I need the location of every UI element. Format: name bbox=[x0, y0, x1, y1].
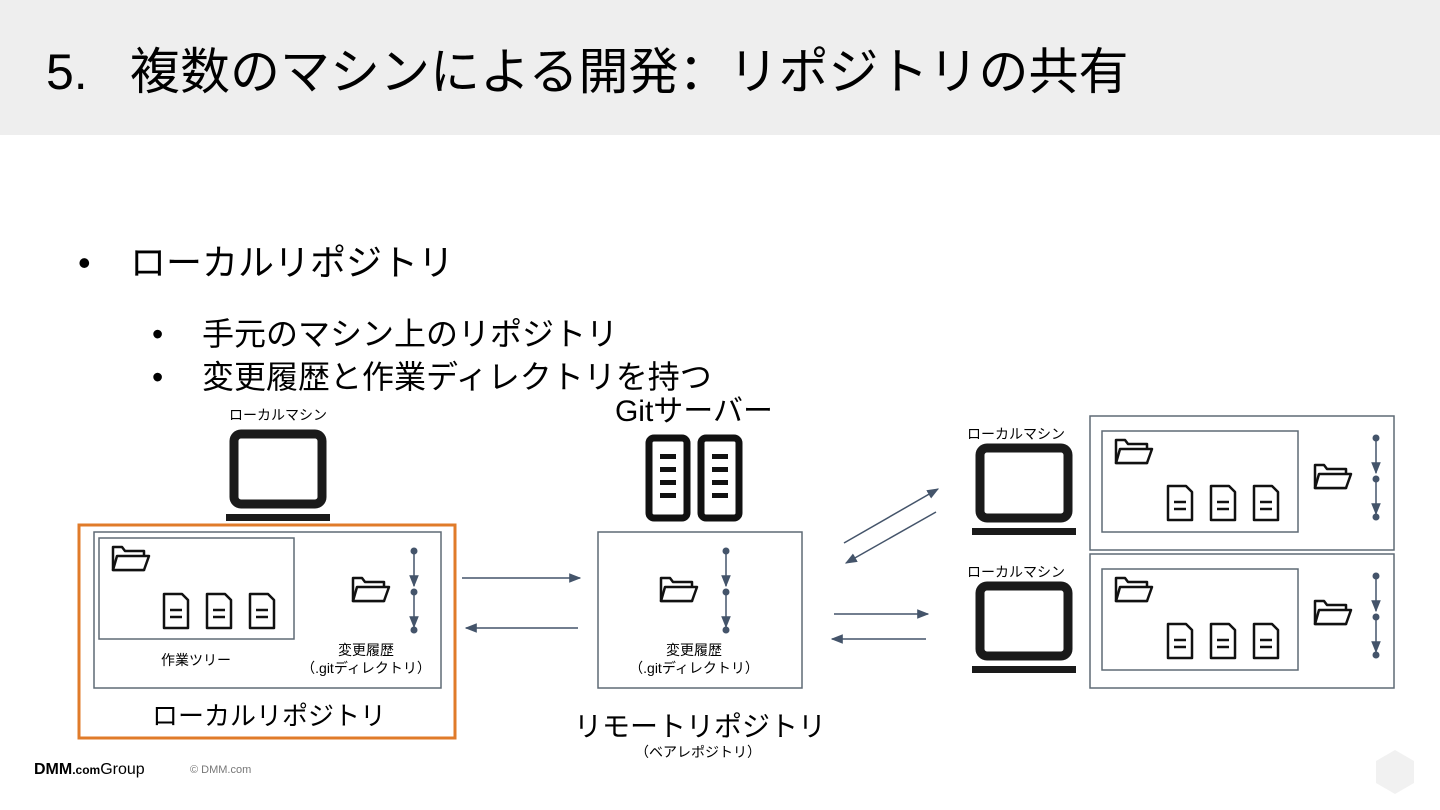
file-icon bbox=[1252, 622, 1280, 660]
server-icon bbox=[701, 438, 739, 518]
title-number: 5. bbox=[46, 44, 88, 100]
file-icon bbox=[248, 592, 276, 630]
server-label: Gitサーバー bbox=[614, 395, 774, 428]
remote-repo-label: リモートリポジトリ bbox=[573, 711, 826, 742]
right-bottom-repo-box bbox=[1089, 553, 1395, 689]
sync-arrow-top-out bbox=[843, 488, 940, 544]
remote-git-folder-icon bbox=[659, 576, 699, 603]
commit-history-icon bbox=[411, 548, 418, 634]
title-text: 複数のマシンによる開発：リポジトリの共有 bbox=[130, 44, 1129, 100]
file-icon bbox=[1166, 622, 1194, 660]
bullet-sub-2: • 変更履歴と作業ディレクトリを持つ bbox=[152, 357, 712, 397]
local-repo-label: ローカルリポジトリ bbox=[151, 701, 386, 731]
bullet-dot: • bbox=[78, 242, 91, 283]
git-dir-folder-icon bbox=[351, 576, 391, 603]
file-icon bbox=[1166, 484, 1194, 522]
bullet-main-text: ローカルリポジトリ bbox=[130, 242, 455, 283]
page-title: 5. 複数のマシンによる開発：リポジトリの共有 bbox=[46, 40, 1129, 104]
left-laptop-icon bbox=[226, 434, 330, 521]
work-tree-folder-icon bbox=[111, 545, 151, 572]
work-tree-box bbox=[98, 537, 295, 640]
server-icon bbox=[649, 438, 687, 518]
bullet-sub-2-text: 変更履歴と作業ディレクトリを持つ bbox=[202, 359, 712, 395]
copyright: © DMM.com bbox=[190, 764, 252, 776]
company-logo: DMM.comGroup bbox=[34, 761, 145, 779]
right-bottom-laptop-icon bbox=[972, 586, 1076, 673]
file-icon bbox=[1209, 622, 1237, 660]
git-dir-label: （.gitディレクトリ） bbox=[301, 660, 431, 676]
file-icon bbox=[1209, 484, 1237, 522]
left-machine-label: ローカルマシン bbox=[229, 407, 327, 423]
bullet-sub-1-text: 手元のマシン上のリポジトリ bbox=[202, 316, 619, 352]
remote-commit-history-icon bbox=[723, 548, 730, 634]
logo-dot-com: .com bbox=[72, 763, 101, 777]
local-repo-box bbox=[93, 531, 442, 689]
folder-icon bbox=[1313, 599, 1353, 626]
remote-history-label: 変更履歴 bbox=[666, 642, 722, 658]
bullet-sub-1: • 手元のマシン上のリポジトリ bbox=[152, 314, 618, 354]
commit-history-icon bbox=[1373, 435, 1380, 521]
right-top-work-tree-box bbox=[1101, 430, 1299, 533]
remote-repo-box bbox=[597, 531, 803, 689]
bare-repo-label: （ベアレポジトリ） bbox=[635, 744, 761, 760]
bullet-dot: • bbox=[152, 316, 164, 352]
hexagon-decoration-icon bbox=[1376, 750, 1414, 794]
right-top-laptop-icon bbox=[972, 448, 1076, 535]
folder-icon bbox=[1114, 438, 1154, 465]
history-label: 変更履歴 bbox=[338, 642, 394, 658]
file-icon bbox=[162, 592, 190, 630]
bullet-dot: • bbox=[152, 359, 164, 395]
right-bottom-work-tree-box bbox=[1101, 568, 1299, 671]
remote-git-dir-label: （.gitディレクトリ） bbox=[629, 660, 759, 676]
folder-icon bbox=[1313, 463, 1353, 490]
file-icon bbox=[205, 592, 233, 630]
right-top-repo-box bbox=[1089, 415, 1395, 551]
folder-icon bbox=[1114, 576, 1154, 603]
bullet-main: • ローカルリポジトリ bbox=[78, 240, 454, 286]
sync-arrow-top-in bbox=[844, 511, 937, 564]
logo-group: Group bbox=[100, 761, 145, 778]
right-machine-bottom-label: ローカルマシン bbox=[967, 564, 1065, 580]
file-icon bbox=[1252, 484, 1280, 522]
commit-history-icon bbox=[1373, 573, 1380, 659]
right-machine-top-label: ローカルマシン bbox=[967, 426, 1065, 442]
title-bar bbox=[0, 0, 1440, 135]
work-tree-label: 作業ツリー bbox=[161, 652, 231, 668]
local-repo-highlight bbox=[77, 523, 457, 740]
logo-main: DMM bbox=[34, 761, 73, 778]
